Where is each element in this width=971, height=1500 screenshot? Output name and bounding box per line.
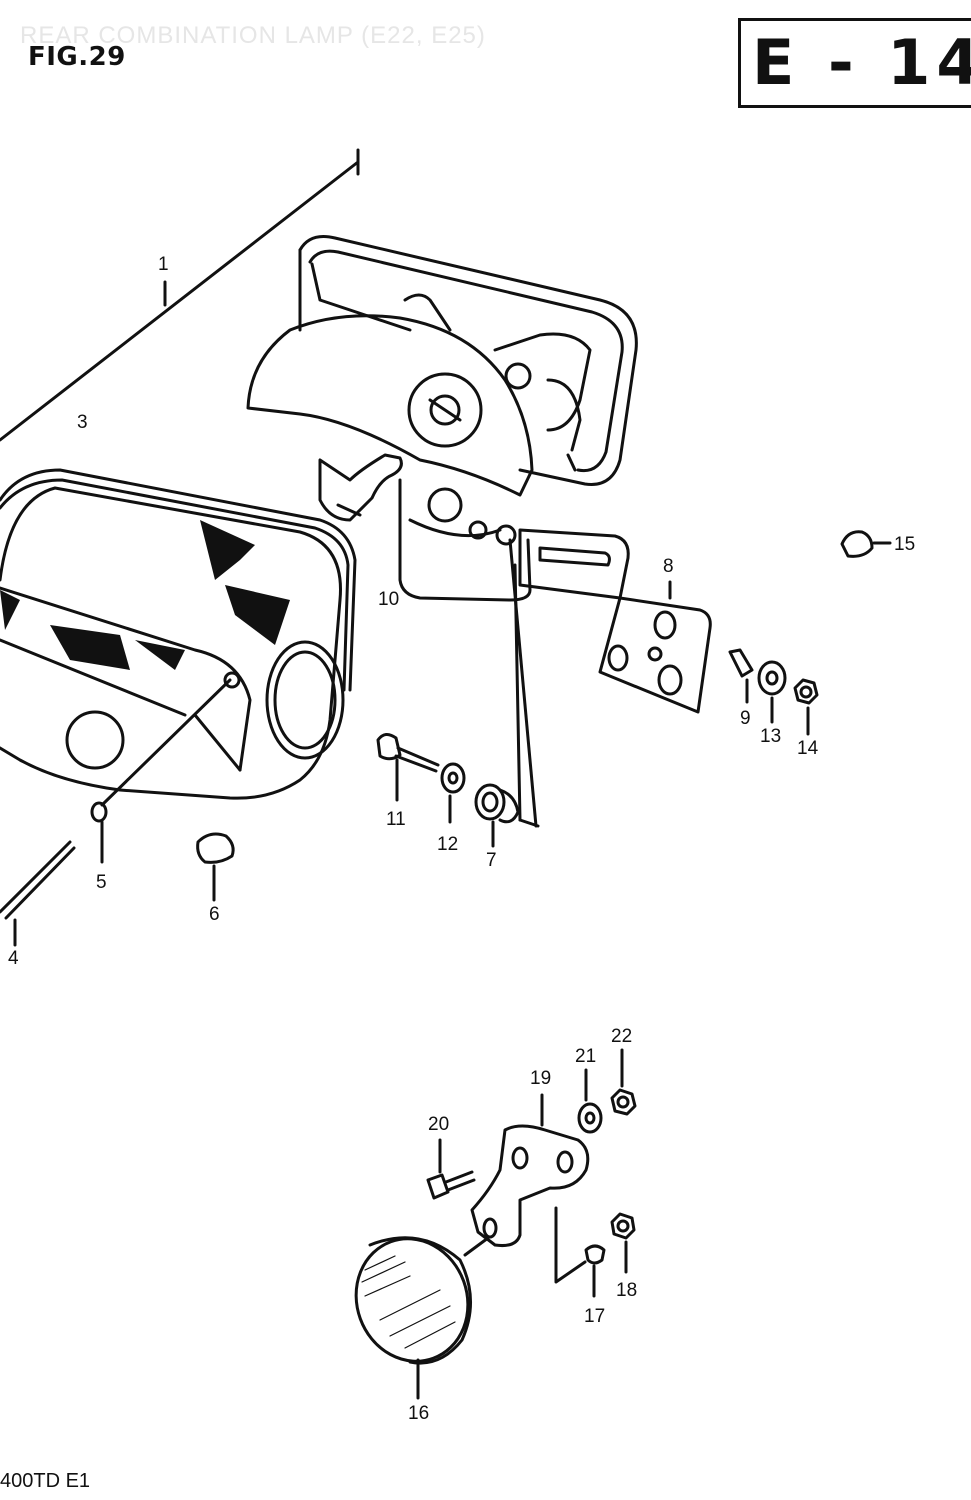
washer-17 — [584, 1244, 606, 1298]
assembly-bracket-1 — [0, 148, 360, 442]
callout-16: 16 — [408, 1403, 429, 1424]
lamp-housing — [246, 235, 638, 602]
washer-13 — [757, 660, 787, 724]
callout-4: 4 — [8, 948, 19, 969]
section-code-box — [738, 18, 971, 108]
callout-5: 5 — [96, 872, 107, 893]
stud — [0, 840, 76, 947]
callout-10: 10 — [378, 589, 399, 610]
callout-13: 13 — [760, 726, 781, 747]
plate — [598, 580, 712, 714]
figure-label: FIG.29 — [28, 42, 126, 72]
callout-6: 6 — [209, 904, 220, 925]
lens-shading — [0, 520, 290, 670]
screw-11 — [376, 733, 440, 802]
callout-7: 7 — [486, 850, 497, 871]
reflector-bracket — [463, 1093, 590, 1284]
washer-5 — [90, 678, 232, 864]
reflector-pattern — [361, 1255, 456, 1349]
reflector — [354, 1236, 472, 1400]
diagram-title: REAR COMBINATION LAMP (E22, E25) — [20, 22, 486, 49]
section-code: E - 14 — [752, 26, 971, 99]
callout-18: 18 — [616, 1280, 637, 1301]
nut-18 — [610, 1212, 636, 1274]
callout-labels: 1 3 4 5 6 7 8 9 10 11 12 13 14 15 16 17 … — [8, 254, 915, 1424]
bolt-20 — [426, 1138, 476, 1200]
callout-19: 19 — [530, 1068, 551, 1089]
callout-20: 20 — [428, 1114, 449, 1135]
grommet-15 — [840, 530, 892, 558]
callout-12: 12 — [437, 834, 458, 855]
lens-gasket — [0, 468, 357, 692]
callout-1: 1 — [158, 254, 169, 275]
grommet — [474, 538, 540, 848]
callout-11: 11 — [386, 809, 406, 830]
callout-9: 9 — [740, 708, 751, 729]
bulb — [318, 453, 403, 522]
callout-15: 15 — [894, 534, 915, 555]
cap — [196, 832, 235, 902]
nut-14 — [793, 678, 819, 736]
model-code: 400TD E1 — [0, 1470, 91, 1492]
callout-22: 22 — [611, 1026, 632, 1047]
callout-8: 8 — [663, 556, 674, 577]
callout-21: 21 — [575, 1046, 596, 1067]
washer-21 — [577, 1068, 603, 1134]
callout-17: 17 — [584, 1306, 605, 1327]
callout-14: 14 — [797, 738, 819, 759]
nut-22 — [610, 1048, 637, 1116]
bolt-9 — [728, 648, 754, 704]
washer-12 — [440, 762, 466, 824]
callout-3: 3 — [77, 412, 88, 433]
lens — [0, 486, 345, 800]
